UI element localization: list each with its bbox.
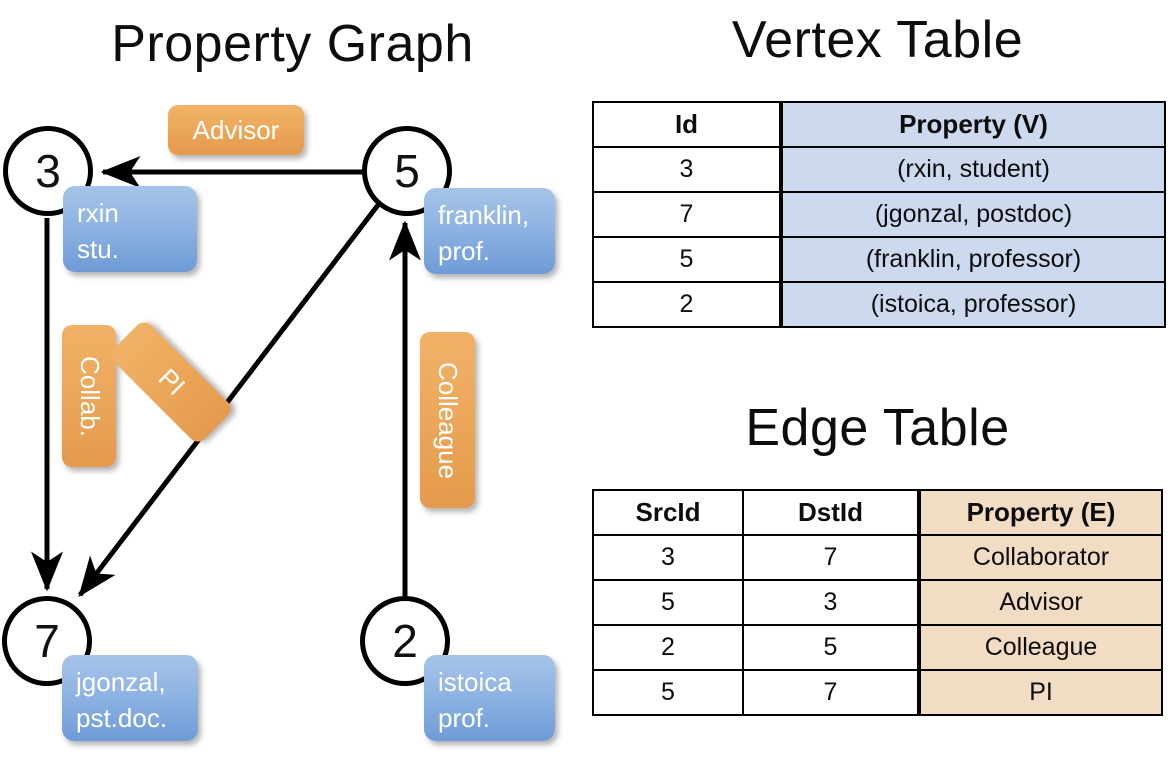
vertex-table: Id Property (V) 3 (rxin, student) 7 (jgo… [592, 101, 1166, 328]
vertex-row-1-property: (jgonzal, postdoc) [780, 191, 1166, 238]
vertex-table-header-id: Id [592, 101, 783, 148]
vertex-row-3-property: (istoica, professor) [780, 281, 1166, 328]
node-property-box-jgonzal[interactable]: jgonzal, pst.doc. [62, 655, 198, 741]
node-property-franklin-line2: prof. [438, 235, 491, 266]
node-property-box-franklin[interactable]: franklin, prof. [424, 188, 555, 274]
table-row[interactable]: 5 3 Advisor [592, 579, 1163, 626]
table-row[interactable]: 2 5 Colleague [592, 624, 1163, 671]
edge-row-2-src: 2 [592, 624, 744, 671]
edge-label-advisor-text: Advisor [192, 114, 280, 145]
page-title-vertex-table: Vertex Table [731, 11, 1024, 69]
node-property-istoica-line2: prof. [438, 702, 491, 733]
node-property-jgonzal-line1: jgonzal, [76, 667, 166, 697]
edge-table-header-row: SrcId DstId Property (E) [592, 489, 1163, 536]
edge-row-3-src: 5 [592, 669, 744, 716]
edge-row-2-dst: 5 [742, 624, 921, 671]
edge-label-collab-text: Collab. [74, 355, 105, 437]
table-row[interactable]: 5 (franklin, professor) [592, 236, 1166, 283]
vertex-table-header-row: Id Property (V) [592, 101, 1166, 148]
node-property-rxin-line2: stu. [77, 233, 119, 264]
edge-row-1-src: 5 [592, 579, 744, 626]
vertex-row-2-property: (franklin, professor) [780, 236, 1166, 283]
graph-node-2[interactable]: 2 [360, 596, 450, 686]
edge-row-3-property: PI [918, 669, 1163, 716]
edge-row-3-dst: 7 [742, 669, 921, 716]
graph-node-7-label: 7 [34, 615, 60, 667]
node-property-franklin-line1: franklin, [438, 200, 530, 230]
edge-table-header-dstid: DstId [742, 489, 921, 536]
vertex-row-0-id: 3 [592, 146, 783, 193]
node-property-box-rxin[interactable]: rxin stu. [63, 186, 197, 272]
graph-edge-lines [31, 156, 421, 597]
graph-node-2-label: 2 [392, 615, 418, 667]
node-property-box-istoica[interactable]: istoica prof. [424, 655, 555, 741]
node-property-istoica-line1: istoica [438, 667, 512, 697]
node-property-jgonzal-line2: pst.doc. [76, 702, 168, 733]
edge-table-header-property: Property (E) [918, 489, 1163, 536]
graph-node-3-label: 3 [35, 145, 61, 197]
edge-line-5-to-7 [78, 203, 380, 597]
edge-row-2-property: Colleague [918, 624, 1163, 671]
table-row[interactable]: 5 7 PI [592, 669, 1163, 716]
edge-label-collab[interactable]: Collab. [62, 325, 116, 467]
edge-row-0-src: 3 [592, 534, 744, 581]
vertex-row-3-id: 2 [592, 281, 783, 328]
table-row[interactable]: 2 (istoica, professor) [592, 281, 1166, 328]
edge-label-colleague[interactable]: Colleague [420, 332, 475, 508]
edge-row-0-property: Collaborator [918, 534, 1163, 581]
property-graph-diagram: 3 5 7 2 rxin stu. franklin, prof. jgonza… [2, 105, 555, 741]
graph-node-5[interactable]: 5 [362, 126, 452, 216]
edge-label-pi-text: PI [152, 362, 191, 401]
vertex-row-1-id: 7 [592, 191, 783, 238]
graph-node-5-label: 5 [394, 145, 420, 197]
edge-row-0-dst: 7 [742, 534, 921, 581]
edge-row-1-dst: 3 [742, 579, 921, 626]
page-title-edge-table: Edge Table [745, 399, 1010, 457]
vertex-row-2-id: 5 [592, 236, 783, 283]
edge-label-colleague-text: Colleague [433, 361, 463, 479]
edge-label-advisor[interactable]: Advisor [168, 105, 304, 155]
edge-table: SrcId DstId Property (E) 3 7 Collaborato… [592, 489, 1163, 716]
table-row[interactable]: 7 (jgonzal, postdoc) [592, 191, 1166, 238]
page-title-property-graph: Property Graph [111, 15, 474, 73]
edge-table-header-srcid: SrcId [592, 489, 744, 536]
vertex-row-0-property: (rxin, student) [780, 146, 1166, 193]
table-row[interactable]: 3 7 Collaborator [592, 534, 1163, 581]
vertex-table-header-property: Property (V) [780, 101, 1166, 148]
edge-row-1-property: Advisor [918, 579, 1163, 626]
node-property-rxin-line1: rxin [77, 198, 119, 228]
table-row[interactable]: 3 (rxin, student) [592, 146, 1166, 193]
